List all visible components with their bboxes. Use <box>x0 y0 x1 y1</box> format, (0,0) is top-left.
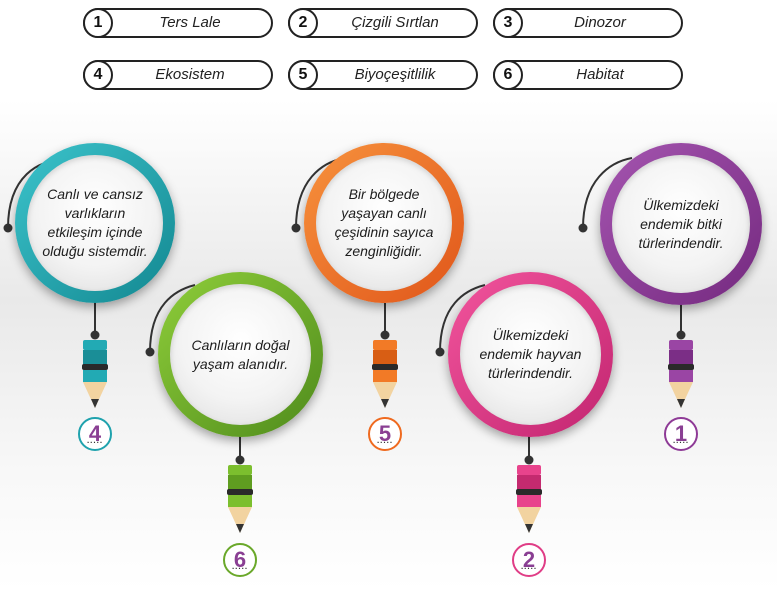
definition-circle-habitat: Canlıların doğal yaşam alanıdır. <box>158 272 323 437</box>
definition-text: Ülkemizdeki endemik bitki türlerindendir… <box>638 196 724 251</box>
answer-badge: 4 ..... <box>78 417 112 451</box>
term-number: 5 <box>288 60 318 90</box>
answer-number: 4 <box>88 421 102 446</box>
pencil-icon <box>227 465 253 533</box>
definition-circle-tulip: Ülkemizdeki endemik bitki türlerindendir… <box>600 143 762 305</box>
definition-text: Ülkemizdeki endemik hayvan türlerindendi… <box>479 327 582 381</box>
term-label: Ters Lale <box>159 14 221 31</box>
definition-circle-biodiversity: Bir bölgede yaşayan canlı çeşidinin sayı… <box>304 143 464 303</box>
definition-text: Bir bölgede yaşayan canlı çeşidinin sayı… <box>334 186 434 259</box>
term-pill-3: 3 Dinozor <box>493 8 683 38</box>
term-pill-2: 2 Çizgili Sırtlan <box>288 8 478 38</box>
answer-number: 1 <box>674 421 688 446</box>
answer-dots: ..... <box>672 436 690 445</box>
definition-circle-ecosystem: Canlı ve cansız varlıkların etkileşim iç… <box>15 143 175 303</box>
answer-dots: ..... <box>231 562 249 571</box>
term-pill-1: 1 Ters Lale <box>83 8 273 38</box>
term-pill-4: 4 Ekosistem <box>83 60 273 90</box>
answer-badge: 6 ..... <box>223 543 257 577</box>
term-pill-6: 6 Habitat <box>493 60 683 90</box>
answer-badge: 2 ..... <box>512 543 546 577</box>
answer-dots: ..... <box>86 436 104 445</box>
connector-dot <box>145 347 155 357</box>
term-label: Biyoçeşitlilik <box>354 66 436 83</box>
definition-circle-hyena: Ülkemizdeki endemik hayvan türlerindendi… <box>448 272 613 437</box>
connector-dot <box>578 223 588 233</box>
answer-number: 5 <box>378 421 392 446</box>
answer-dots: ..... <box>520 562 538 571</box>
term-label: Dinozor <box>574 14 626 31</box>
term-label: Habitat <box>576 66 624 83</box>
term-number: 4 <box>83 60 113 90</box>
connector-dot <box>291 223 301 233</box>
pencil-icon <box>516 465 542 533</box>
term-pill-5: 5 Biyoçeşitlilik <box>288 60 478 90</box>
answer-number: 2 <box>522 547 536 572</box>
term-number: 6 <box>493 60 523 90</box>
term-number: 2 <box>288 8 318 38</box>
connector-dot <box>3 223 13 233</box>
term-number: 3 <box>493 8 523 38</box>
answer-badge: 5 ..... <box>368 417 402 451</box>
term-number: 1 <box>83 8 113 38</box>
definition-text: Canlı ve cansız varlıkların etkileşim iç… <box>42 186 148 259</box>
pencil-icon <box>372 340 398 408</box>
answer-dots: ..... <box>376 436 394 445</box>
term-label: Çizgili Sırtlan <box>351 14 439 31</box>
pencil-icon <box>82 340 108 408</box>
definition-text: Canlıların doğal yaşam alanıdır. <box>191 336 290 372</box>
pencil-icon <box>668 340 694 408</box>
connector-dot <box>435 347 445 357</box>
term-label: Ekosistem <box>155 66 225 83</box>
answer-number: 6 <box>233 547 247 572</box>
answer-badge: 1 ..... <box>664 417 698 451</box>
